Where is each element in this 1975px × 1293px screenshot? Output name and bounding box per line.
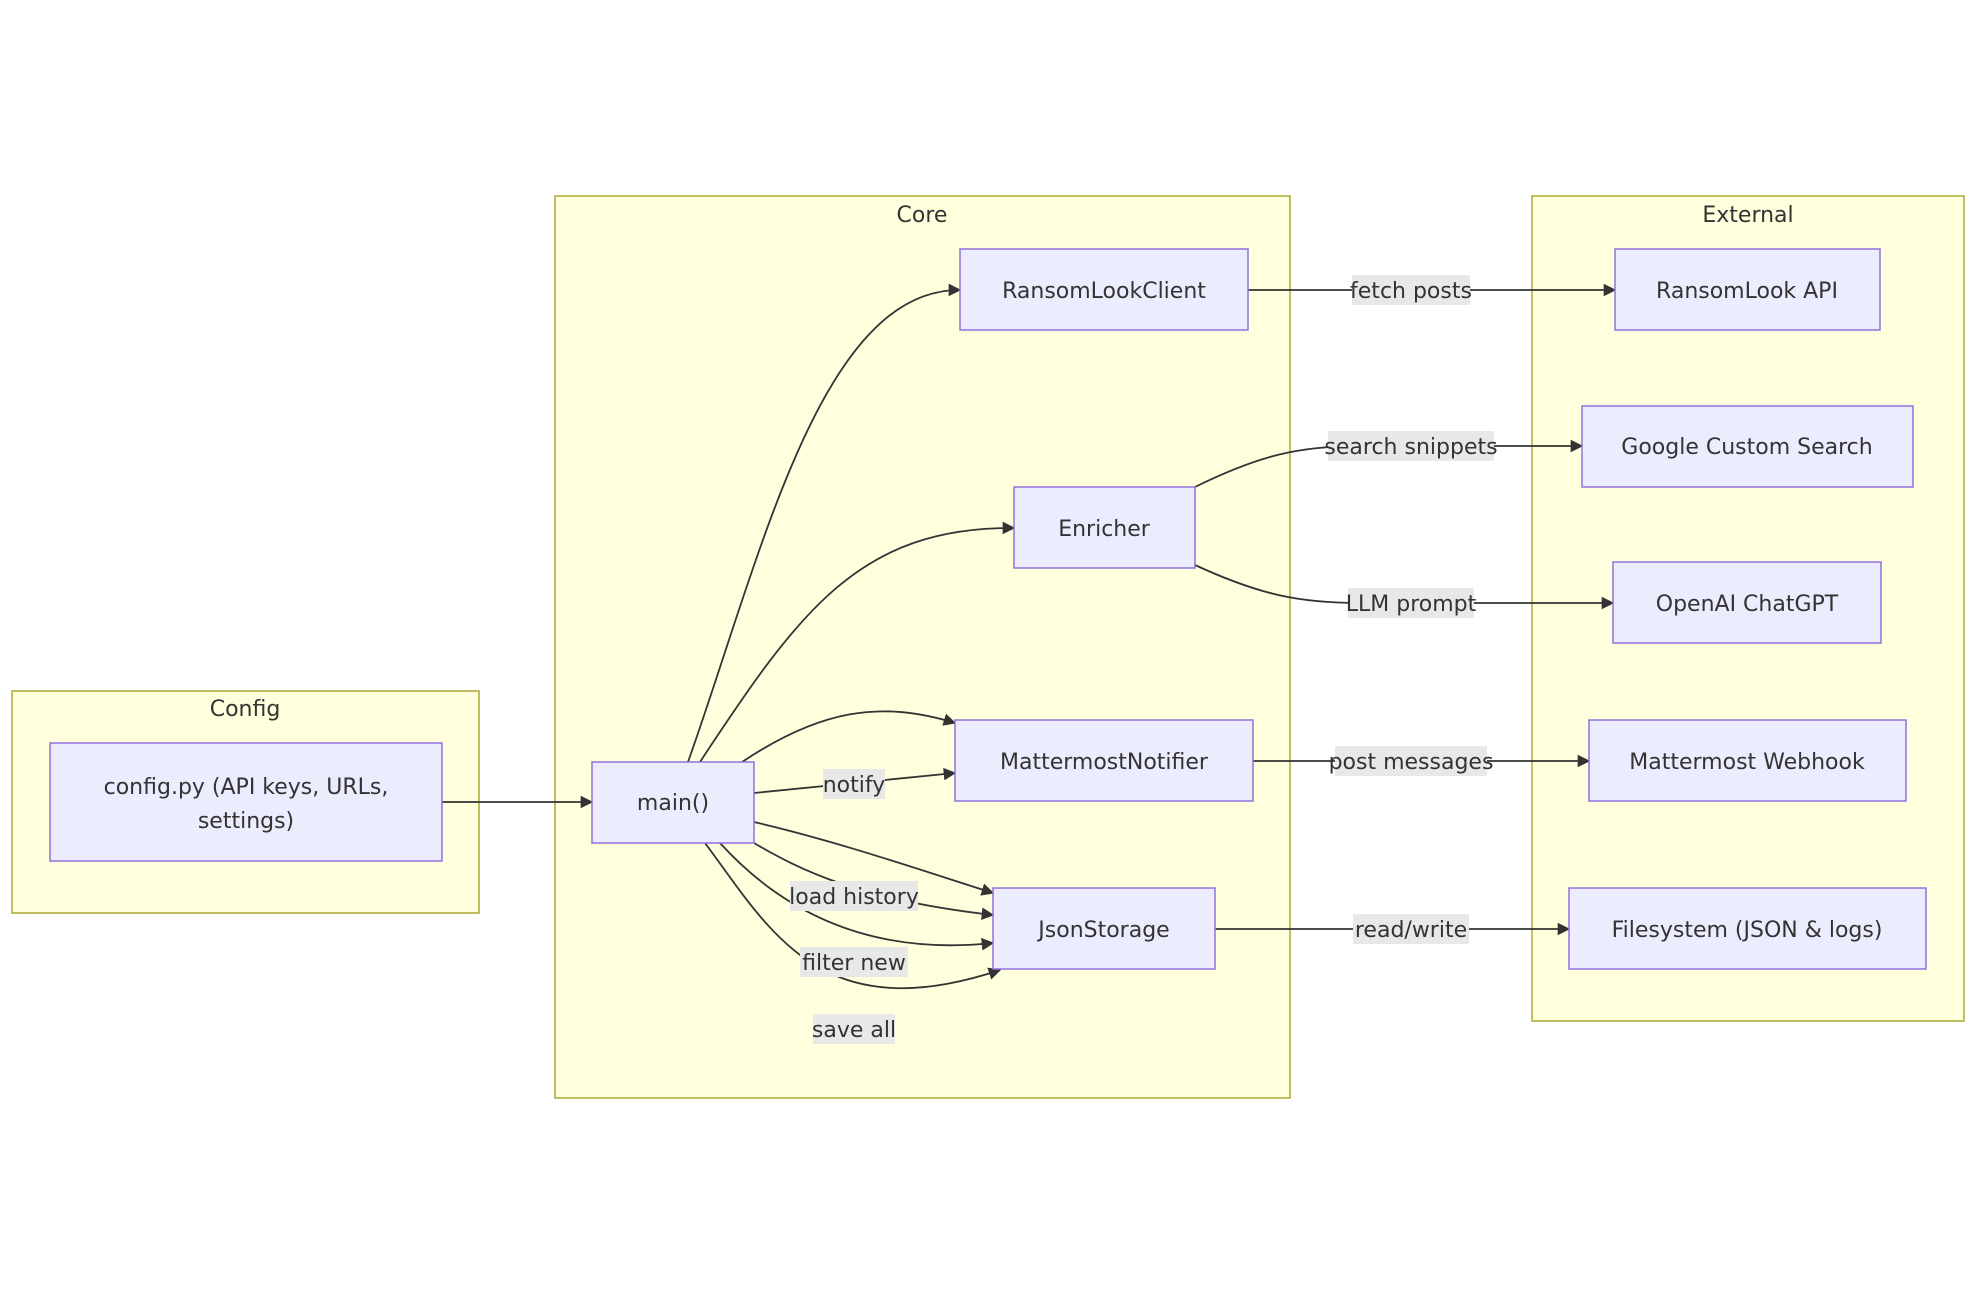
node-mattermost-notifier[interactable]: MattermostNotifier — [954, 719, 1254, 802]
node-ransomlook-api[interactable]: RansomLook API — [1614, 248, 1881, 331]
svg-text:RansomLook API: RansomLook API — [1656, 279, 1838, 304]
edge-label-read-write: read/write — [1353, 914, 1469, 944]
node-enricher[interactable]: Enricher — [1013, 486, 1196, 569]
edge-label-search-snippets: search snippets — [1324, 431, 1498, 461]
cluster-external-title: External — [1702, 203, 1793, 228]
edge-label-post-messages: post messages — [1329, 746, 1494, 776]
cluster-config-title: Config — [210, 697, 281, 722]
node-main[interactable]: main() — [591, 761, 755, 844]
edge-label-save-all: save all — [812, 1014, 896, 1044]
svg-text:save all: save all — [812, 1018, 896, 1043]
svg-text:OpenAI ChatGPT: OpenAI ChatGPT — [1656, 592, 1839, 617]
node-google-custom-search[interactable]: Google Custom Search — [1581, 405, 1914, 488]
edge-label-fetch-posts: fetch posts — [1350, 275, 1472, 305]
svg-text:fetch posts: fetch posts — [1350, 279, 1472, 304]
svg-text:read/write: read/write — [1355, 918, 1467, 943]
edge-label-notify: notify — [823, 769, 886, 799]
svg-text:JsonStorage: JsonStorage — [1036, 918, 1169, 943]
edge-main-to-ransomlookclient — [687, 283, 962, 763]
edge-main-to-notifier — [741, 710, 957, 763]
edge-main-filter-new — [719, 842, 995, 951]
edge-main-to-jsonstorage — [753, 821, 995, 896]
svg-text:Mattermost Webhook: Mattermost Webhook — [1629, 750, 1865, 775]
edge-label-load-history: load history — [789, 881, 919, 911]
node-config-py[interactable]: config.py (API keys, URLs, settings) — [49, 742, 443, 862]
node-filesystem[interactable]: Filesystem (JSON & logs) — [1568, 887, 1927, 970]
svg-text:load history: load history — [789, 885, 919, 910]
edge-main-to-enricher — [699, 521, 1016, 763]
svg-text:post messages: post messages — [1329, 750, 1494, 775]
node-json-storage[interactable]: JsonStorage — [992, 887, 1216, 970]
svg-text:filter new: filter new — [802, 951, 906, 976]
svg-text:search snippets: search snippets — [1324, 435, 1497, 460]
edge-label-llm-prompt: LLM prompt — [1346, 588, 1477, 618]
node-mattermost-webhook[interactable]: Mattermost Webhook — [1588, 719, 1907, 802]
svg-text:config.py (API keys, URLs,: config.py (API keys, URLs, — [104, 775, 389, 800]
svg-text:Enricher: Enricher — [1058, 517, 1151, 542]
cluster-core-title: Core — [897, 203, 948, 228]
edge-label-filter-new: filter new — [800, 947, 908, 977]
node-openai-chatgpt[interactable]: OpenAI ChatGPT — [1612, 561, 1882, 644]
svg-text:main(): main() — [637, 791, 709, 816]
svg-text:Filesystem (JSON & logs): Filesystem (JSON & logs) — [1612, 918, 1883, 943]
svg-text:LLM prompt: LLM prompt — [1346, 592, 1477, 617]
svg-text:settings): settings) — [198, 809, 294, 834]
svg-text:MattermostNotifier: MattermostNotifier — [1000, 750, 1209, 775]
svg-text:RansomLookClient: RansomLookClient — [1002, 279, 1206, 304]
svg-text:notify: notify — [823, 773, 886, 798]
svg-text:Google Custom Search: Google Custom Search — [1621, 435, 1872, 460]
node-ransomlook-client[interactable]: RansomLookClient — [959, 248, 1249, 331]
